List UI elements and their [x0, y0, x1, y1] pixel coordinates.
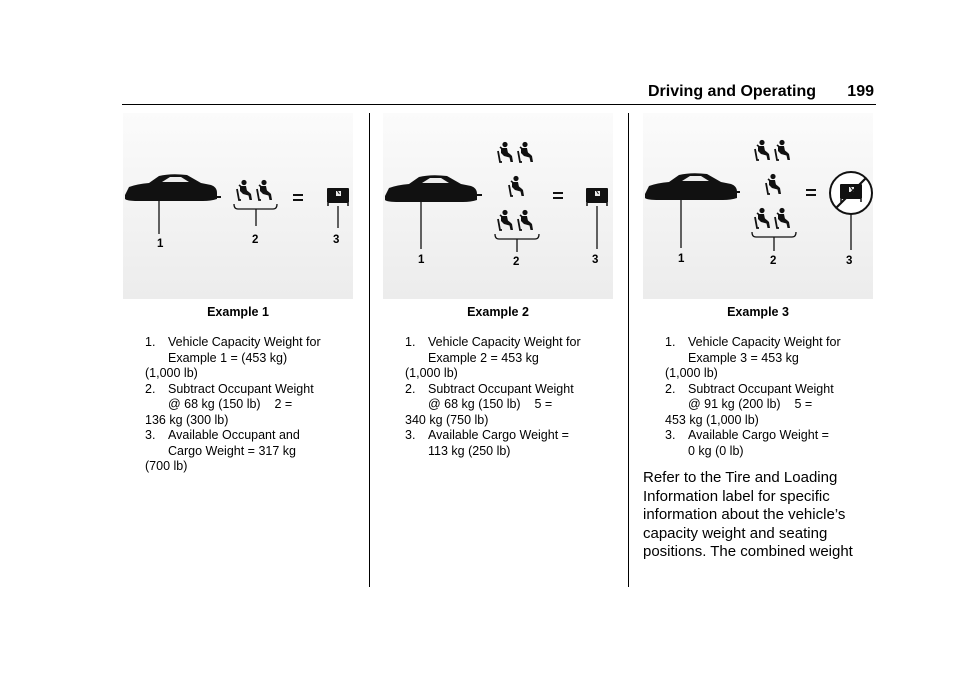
seated-occupant-icon [497, 140, 514, 163]
callout-1: 1 [157, 238, 164, 250]
step-item: 2.Subtract Occupant Weight@ 68 kg (150 l… [145, 381, 314, 427]
callout-1: 1 [418, 254, 425, 266]
car-icon [125, 174, 217, 201]
example-caption: Example 3 [727, 305, 789, 319]
column-divider [369, 113, 370, 587]
callout-3: 3 [846, 255, 852, 267]
cargo-box-icon [585, 187, 609, 207]
callout-2: 2 [770, 255, 776, 267]
seated-occupant-icon [508, 174, 525, 197]
example-1-figure: 1 2 3 [123, 113, 353, 299]
step-item: 3.Available Cargo Weight =0 kg (0 lb) [665, 428, 829, 458]
column-divider [628, 113, 629, 587]
example-caption: Example 2 [467, 305, 529, 319]
section-title: Driving and Operating [647, 83, 816, 100]
seated-occupant-icon [754, 138, 771, 161]
car-icon [645, 173, 737, 200]
seated-occupant-icon [774, 138, 791, 161]
step-item: 3.Available Cargo Weight =113 kg (250 lb… [405, 428, 569, 458]
example-3-figure: 1 2 3 [643, 113, 873, 299]
callout-2: 2 [513, 256, 519, 268]
seated-occupant-icon [517, 140, 534, 163]
seated-occupant-icon [517, 208, 534, 231]
seated-occupant-icon [256, 178, 273, 201]
example-2-figure: 1 2 3 [383, 113, 613, 299]
body-paragraph: Refer to the Tire and Loading Informatio… [643, 469, 853, 560]
no-cargo-icon [829, 171, 873, 215]
car-icon [385, 175, 477, 202]
example-caption: Example 1 [207, 305, 269, 319]
seated-occupant-icon [774, 206, 791, 229]
page-number: 199 [847, 83, 874, 100]
callout-2: 2 [252, 234, 258, 246]
step-item: 2.Subtract Occupant Weight@ 91 kg (200 l… [665, 381, 834, 427]
seated-occupant-icon [236, 178, 253, 201]
seated-occupant-icon [765, 172, 782, 195]
page-header: Driving and Operating 199 [122, 82, 876, 105]
callout-3: 3 [333, 234, 339, 246]
callout-1: 1 [678, 253, 685, 265]
cargo-box-icon [326, 187, 350, 207]
callout-3: 3 [592, 254, 598, 266]
step-item: 2.Subtract Occupant Weight@ 68 kg (150 l… [405, 381, 574, 427]
seated-occupant-icon [497, 208, 514, 231]
seated-occupant-icon [754, 206, 771, 229]
